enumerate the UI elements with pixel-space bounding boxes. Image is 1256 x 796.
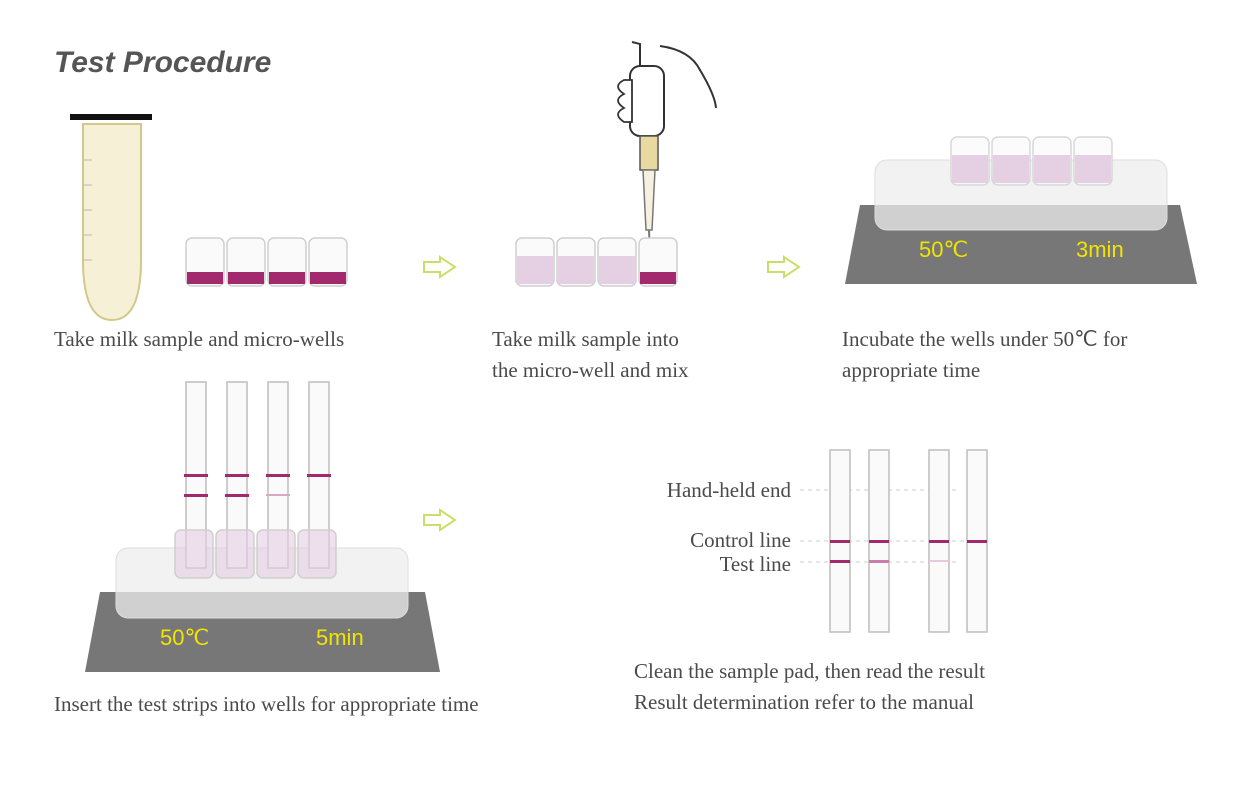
- step-2-caption-line-1: Take milk sample into: [492, 327, 679, 351]
- step-1-caption-line: Take milk sample and micro-wells: [54, 327, 345, 351]
- page-title: Test Procedure: [54, 46, 272, 79]
- heater-duration: 3min: [1076, 237, 1124, 262]
- test-line-label: Test line: [720, 552, 791, 576]
- arrow-right-icon: [767, 255, 801, 279]
- test-strip-icon: [800, 449, 990, 633]
- step-5-caption-line-2: Result determination refer to the manual: [634, 690, 974, 714]
- heater-temperature: 50℃: [919, 237, 968, 262]
- test-tube-icon: [70, 114, 152, 322]
- pipette-hand-icon: [617, 41, 717, 281]
- micro-wells-icon: [185, 237, 348, 287]
- control-line-label: Control line: [690, 528, 791, 552]
- arrow-right-icon: [423, 255, 457, 279]
- step-2-caption: Take milk sample into the micro-well and…: [492, 324, 689, 386]
- step-4-caption-line: Insert the test strips into wells for ap…: [54, 692, 479, 716]
- hand-held-end-label: Hand-held end: [667, 478, 792, 502]
- heater-block-icon: 50℃ 3min: [845, 136, 1197, 284]
- step-3-caption-line-2: appropriate time: [842, 358, 981, 382]
- step-3-caption-line-1: Incubate the wells under 50℃ for: [842, 327, 1128, 351]
- step-4-caption: Insert the test strips into wells for ap…: [54, 689, 479, 720]
- heater-temperature: 50℃: [160, 625, 209, 650]
- heater-duration: 5min: [316, 625, 364, 650]
- arrow-right-icon: [423, 508, 457, 532]
- step-5-caption: Clean the sample pad, then read the resu…: [634, 656, 985, 718]
- step-1-caption: Take milk sample and micro-wells: [54, 324, 344, 355]
- step-2-caption-line-2: the micro-well and mix: [492, 358, 689, 382]
- step-3-caption: Incubate the wells under 50℃ for appropr…: [842, 324, 1127, 386]
- micro-wells-icon: [515, 237, 678, 287]
- step-5-caption-line-1: Clean the sample pad, then read the resu…: [634, 659, 986, 683]
- heater-block-icon: 50℃ 5min: [85, 381, 440, 672]
